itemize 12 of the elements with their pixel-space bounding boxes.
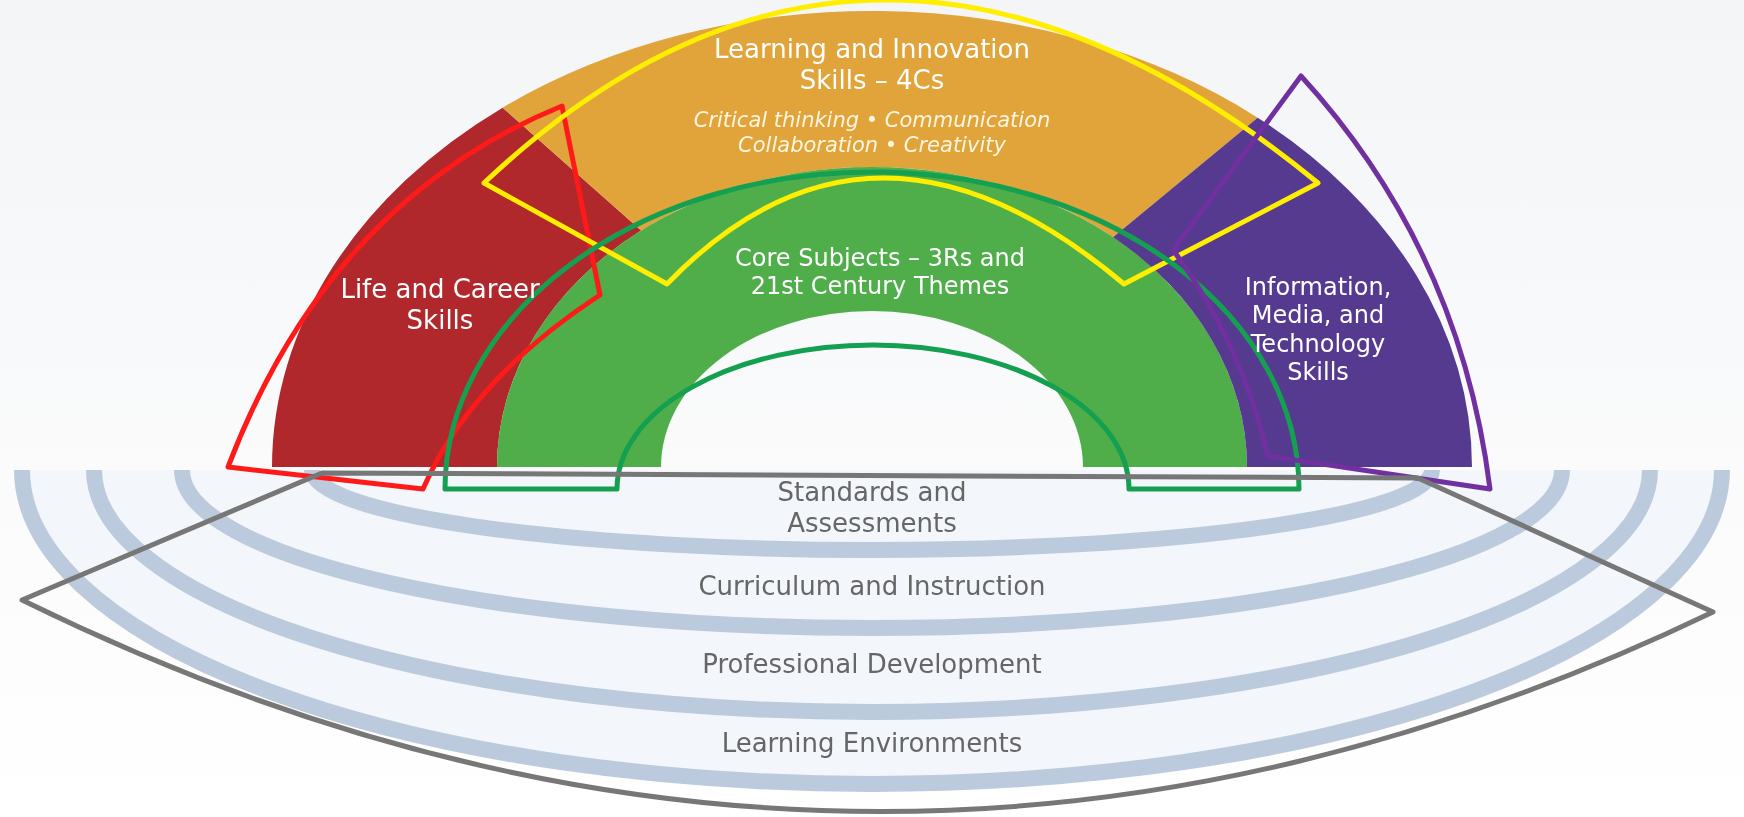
arc-label: Learning and Innovation Skills – 4Cs xyxy=(713,34,1031,96)
ring-label: Curriculum and Instruction xyxy=(697,570,1047,602)
arc-label: Information, Media, and Technology Skills xyxy=(1243,273,1393,387)
arc-label: Life and Career Skills xyxy=(340,274,540,336)
skill-arc xyxy=(503,11,1258,237)
ring-label: Learning Environments xyxy=(720,727,1024,759)
ring-label: Professional Development xyxy=(701,648,1043,680)
skill-arc xyxy=(1113,118,1472,467)
skill-list: Critical thinking • Communication Collaboration • Creativity xyxy=(652,108,1092,158)
skill-arc xyxy=(272,108,641,467)
ring-label: Standards and Assessments xyxy=(776,477,968,539)
arc-label: Core Subjects – 3Rs and 21st Century Themes xyxy=(734,243,1026,301)
